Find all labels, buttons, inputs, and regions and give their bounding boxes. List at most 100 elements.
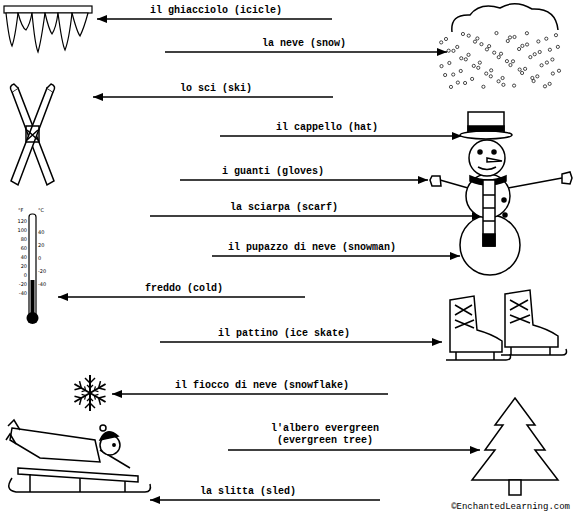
term-label: la neve (snow) — [262, 38, 346, 50]
snow-dot — [501, 76, 504, 79]
snow-dot — [449, 85, 452, 88]
scale-number: -40 — [38, 281, 46, 287]
scale-number: 120 — [12, 218, 27, 224]
term-label: l'albero evergreen (evergreen tree) — [262, 423, 388, 447]
snow-dot — [497, 56, 500, 59]
snow-dot — [533, 53, 536, 56]
snow-dot — [460, 57, 463, 60]
snow-dot — [452, 73, 455, 76]
snow-dot — [505, 60, 508, 63]
snow-dot — [513, 35, 516, 38]
snow-dot — [440, 65, 443, 68]
leader-lines — [58, 19, 482, 500]
snow-dot — [540, 64, 543, 67]
sled-drawing — [6, 420, 150, 492]
scale-number: -40 — [12, 290, 27, 296]
term-label: freddo (cold) — [145, 283, 223, 295]
snow-dot — [463, 81, 466, 84]
snow-dot — [485, 72, 488, 75]
snow-dot — [556, 45, 559, 48]
icicle-drawing — [4, 6, 92, 52]
snow-dot — [517, 47, 520, 50]
snow-cloud — [440, 4, 561, 89]
snow-dot — [548, 48, 551, 51]
scale-number: 20 — [12, 263, 27, 269]
snow-dot — [444, 73, 447, 76]
term-label: il pupazzo di neve (snowman) — [228, 242, 396, 254]
snow-dot — [524, 67, 527, 70]
snow-dot — [472, 64, 475, 67]
snow-dot — [529, 56, 532, 59]
scale-number: -20 — [12, 281, 27, 287]
scale-number: 0 — [12, 272, 27, 278]
thermometer-drawing — [27, 214, 39, 324]
snow-dot — [490, 69, 493, 72]
snow-dot — [476, 37, 479, 40]
scale-unit: °F — [18, 207, 23, 213]
snow-dot — [448, 61, 451, 64]
snow-dot — [509, 63, 512, 66]
snow-dot — [545, 37, 548, 40]
term-label: il cappello (hat) — [276, 122, 378, 134]
term-label: il fiocco di neve (snowflake) — [175, 380, 349, 392]
term-label: i guanti (gloves) — [222, 166, 324, 178]
snow-dot — [440, 41, 443, 44]
snow-dot — [508, 36, 511, 39]
snow-dot — [478, 61, 481, 64]
snow-dot — [482, 85, 485, 88]
term-label: lo sci (ski) — [180, 83, 252, 95]
snow-dot — [511, 60, 514, 63]
scale-number: 80 — [12, 236, 27, 242]
snow-dot — [543, 85, 546, 88]
snow-dot — [452, 49, 455, 52]
snow-dot — [551, 72, 554, 75]
snow-dot — [518, 68, 521, 71]
snow-dot — [480, 43, 483, 46]
snow-dot — [548, 82, 551, 85]
snow-dot — [506, 39, 509, 42]
snow-dot — [485, 48, 488, 51]
scale-number: -20 — [38, 268, 46, 274]
snow-dot — [459, 69, 462, 72]
skis-drawing — [10, 84, 54, 185]
evergreen-tree-drawing — [472, 398, 558, 495]
term-label: il pattino (ice skate) — [218, 328, 350, 340]
scale-number: 40 — [38, 229, 44, 235]
copyright-note: ©EnchantedLearning.com — [451, 502, 570, 513]
term-label: il ghiacciolo (icicle) — [150, 5, 282, 17]
snow-dot — [495, 31, 498, 34]
ice-skates-drawing — [446, 290, 567, 360]
snow-dot — [525, 32, 528, 35]
snow-dot — [525, 43, 528, 46]
snow-dot — [477, 66, 480, 69]
snow-dot — [554, 34, 557, 37]
snow-dot — [497, 80, 500, 83]
snow-dot — [467, 53, 470, 56]
snowflake-drawing — [72, 375, 108, 411]
snow-dot — [545, 61, 548, 64]
snow-dot — [471, 77, 474, 80]
snow-dot — [499, 52, 502, 55]
snow-dot — [512, 84, 515, 87]
snow-dot — [461, 32, 464, 35]
snow-dot — [444, 37, 447, 40]
scale-number: 40 — [12, 254, 27, 260]
snow-dot — [447, 49, 450, 52]
snow-dot — [502, 83, 505, 86]
snow-dot — [538, 50, 541, 53]
snow-dot — [536, 75, 539, 78]
snow-dot — [456, 45, 459, 48]
term-label: la sciarpa (scarf) — [230, 202, 338, 214]
snow-dot — [551, 58, 554, 61]
snow-dot — [464, 58, 467, 61]
scale-number: 20 — [38, 242, 44, 248]
snow-dot — [488, 45, 491, 48]
snow-dot — [493, 51, 496, 54]
scale-unit: °C — [38, 207, 44, 213]
scale-number: 100 — [12, 227, 27, 233]
snowman-drawing — [430, 112, 572, 275]
snow-dot — [489, 75, 492, 78]
snow-dot — [557, 69, 560, 72]
snow-dot — [456, 81, 459, 84]
scale-number: 0 — [38, 255, 41, 261]
